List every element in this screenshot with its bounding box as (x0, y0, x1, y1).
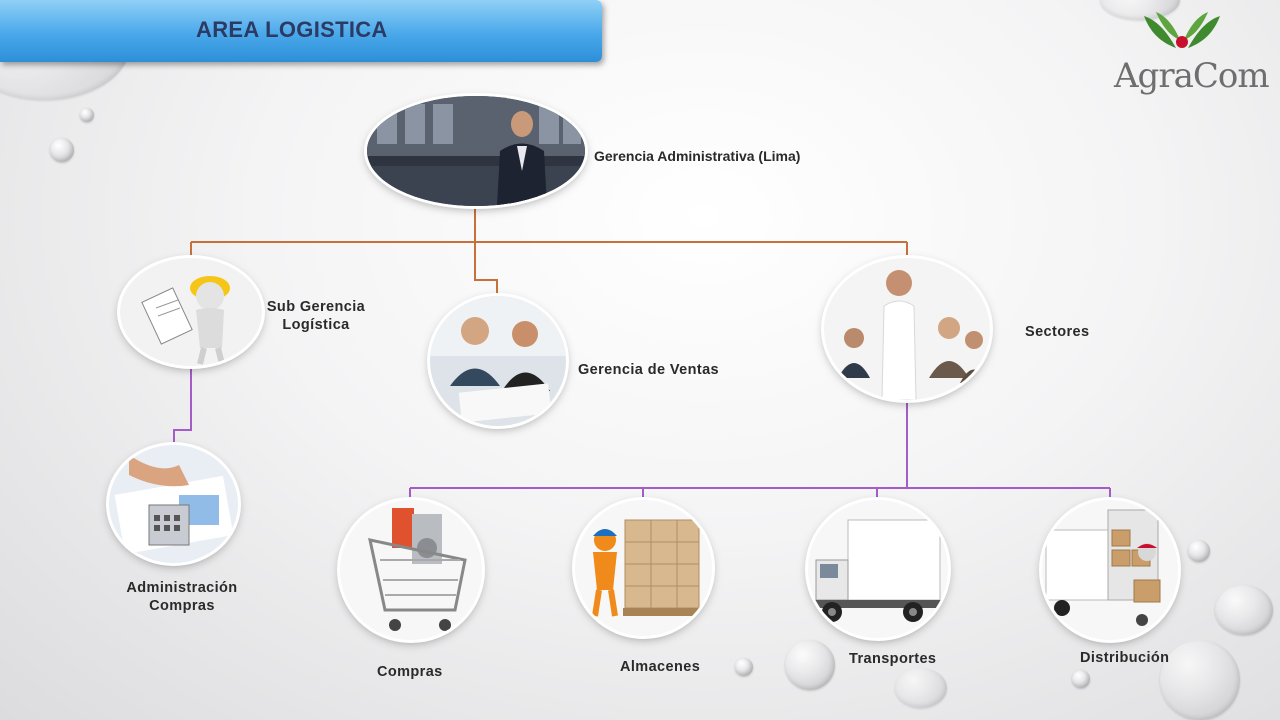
node-gerencia-de-ventas (430, 296, 566, 426)
label-sub-gerencia-logistica: Sub Gerencia Logística (256, 298, 376, 334)
node-distribucion (1042, 500, 1178, 640)
connector-ventas (474, 242, 498, 296)
label-line: Compras (149, 598, 215, 614)
water-drop-decoration (1188, 540, 1210, 562)
label-administracion-compras: Administración Compras (112, 579, 252, 615)
node-administracion-compras (109, 445, 238, 563)
label-line: Sub Gerencia (266, 299, 366, 315)
label-sectores: Sectores (1025, 324, 1090, 340)
label-almacenes: Almacenes (620, 659, 701, 675)
leaf-icon (1144, 16, 1176, 48)
label-gerencia-administrativa: Gerencia Administrativa (Lima) (594, 148, 801, 164)
node-compras (340, 500, 482, 640)
page-title: AREA LOGISTICA (196, 17, 388, 42)
title-banner: AREA LOGISTICA (0, 0, 602, 62)
label-transportes: Transportes (849, 651, 937, 667)
water-drop-decoration (785, 640, 835, 690)
water-drop-decoration (1072, 670, 1090, 688)
label-compras: Compras (377, 664, 443, 680)
node-gerencia-administrativa (367, 96, 585, 206)
node-sub-gerencia-logistica (120, 258, 262, 366)
node-almacenes (575, 500, 712, 636)
water-drop-decoration (735, 658, 753, 676)
node-transportes (808, 500, 948, 638)
label-line: Logística (282, 317, 350, 333)
water-drop-decoration (50, 138, 74, 162)
label-line: Administración (126, 580, 238, 596)
label-distribucion: Distribución (1080, 650, 1170, 666)
water-drop-decoration (1160, 640, 1240, 720)
berry-icon (1176, 36, 1188, 48)
logo-brand: AgraCom (1114, 56, 1270, 96)
node-sectores (824, 258, 990, 400)
label-gerencia-de-ventas: Gerencia de Ventas (578, 362, 719, 378)
water-drop-decoration (80, 108, 94, 122)
agracom-logo (1108, 8, 1258, 100)
water-drop-decoration (1215, 585, 1273, 635)
leaf-icon (1188, 16, 1220, 48)
connector-admin-compras (173, 366, 192, 445)
water-drop-decoration (895, 668, 947, 708)
